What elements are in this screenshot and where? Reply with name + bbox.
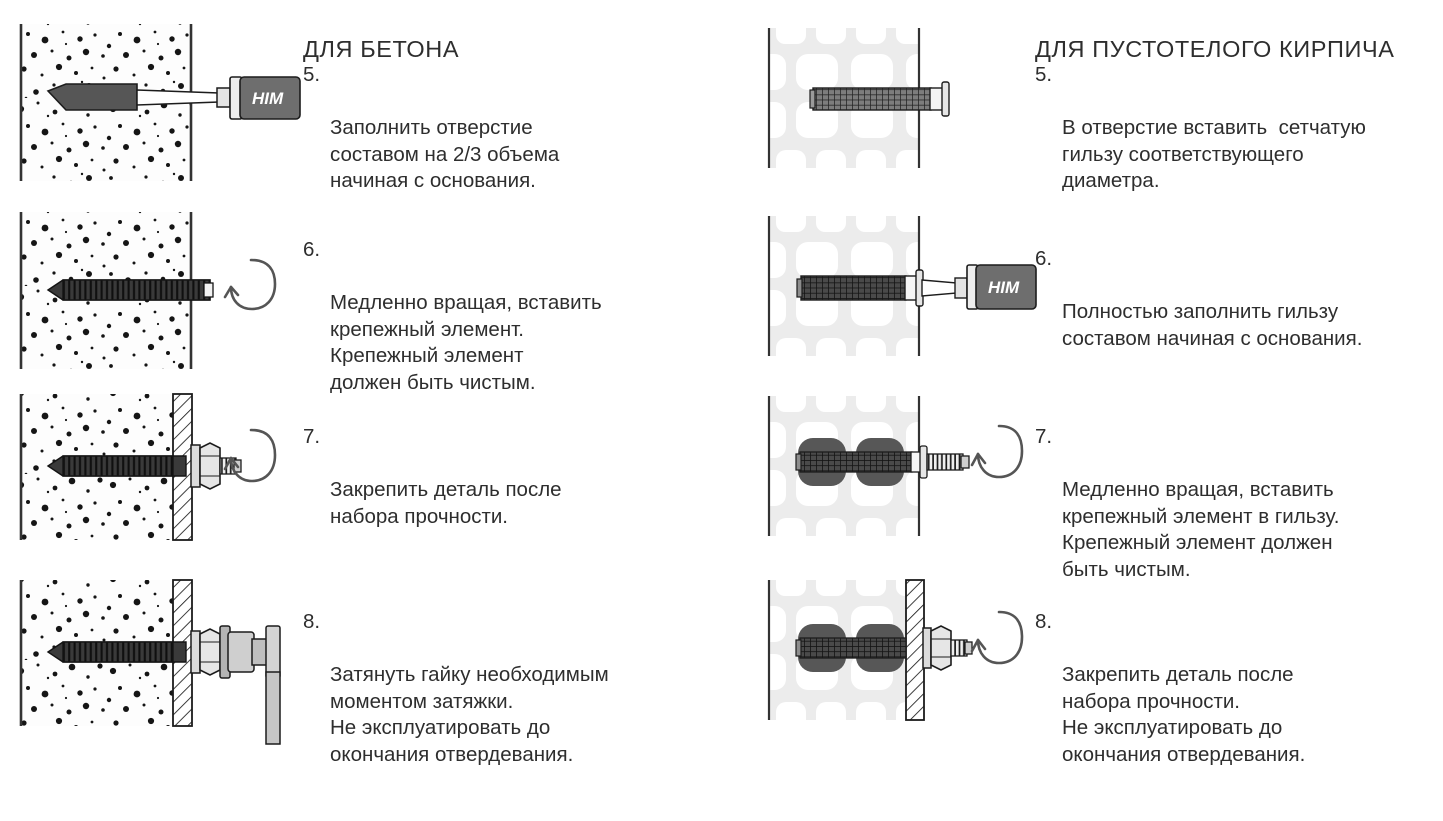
step-lines: Медленно вращая, вставить крепежный элем… [1062,478,1340,581]
step-number: 5. [303,63,321,86]
step-number: 5. [1035,63,1053,86]
step-text-brick-7: 7. Медленно вращая, вставить крепежный эл… [1035,424,1443,636]
figure-concrete-hole-filled: HIM [14,6,301,196]
step-text-concrete-8: 8. Затянуть гайку необходимым моментом за… [303,609,703,821]
step-text-concrete-5: 5. Заполнить отверстие составом на 2/3 об… [303,62,703,248]
step-number: 8. [303,610,321,633]
step-lines: Полностью заполнить гильзу составом начи… [1062,300,1363,350]
step-text-brick-5: 5. В отверстие вставить сетчатую гильзу с… [1035,62,1443,248]
column-title-hollow-brick: ДЛЯ ПУСТОТЕЛОГО КИРПИЧА [1035,36,1395,62]
cartridge-label: HIM [252,89,284,108]
figure-concrete-rod-inserted [14,194,282,384]
step-number: 8. [1035,610,1053,633]
mesh-sleeve [809,81,950,117]
step-number: 7. [303,425,321,448]
step-text-concrete-7: 7. Закрепить деталь после набора прочност… [303,424,703,583]
step-row-concrete-7: 7. Закрепить деталь после набора прочност… [0,382,722,572]
rotation-arrow-icon [970,424,1024,479]
step-text-brick-8: 8. Закрепить деталь после набора прочност… [1035,609,1443,821]
step-lines: Затянуть гайку необходимым моментом затя… [330,663,609,766]
step-text-brick-6: 6. Полностью заполнить гильзу составом на… [1035,246,1443,405]
step-row-concrete-5: HIM 5. Заполнить отверстие составом на 2/… [0,6,722,196]
step-lines: В отверстие вставить сетчатую гильзу соо… [1062,116,1366,192]
cartridge-label: HIM [988,278,1020,297]
rotation-arrow-icon [223,258,277,311]
step-row-brick-7: 7. Медленно вращая, вставить крепежный эл… [722,382,1443,581]
step-number: 6. [1035,247,1053,270]
column-hollow-brick: ДЛЯ ПУСТОТЕЛОГО КИРПИЧА [722,0,1443,766]
step-row-brick-8: 8. Закрепить деталь после набора прочност… [722,568,1443,766]
column-title-concrete: ДЛЯ БЕТОНА [303,36,460,62]
step-row-brick-6: HIM 6. Полностью заполнить гильзу составо… [722,194,1443,384]
instruction-sheet: ДЛЯ БЕТОНА HIM [0,0,1443,766]
step-number: 7. [1035,425,1053,448]
column-concrete: ДЛЯ БЕТОНА HIM [0,0,722,766]
step-lines: Закрепить деталь после набора прочности.… [1062,663,1306,766]
step-number: 6. [303,238,321,261]
step-lines: Закрепить деталь после набора прочности. [330,478,562,528]
step-lines: Заполнить отверстие составом на 2/3 объе… [330,116,560,192]
torque-wrench-icon [219,625,281,745]
step-lines: Медленно вращая, вставить крепежный элем… [330,291,602,394]
step-row-concrete-6: 6. Медленно вращая, вставить крепежный эл… [0,194,722,394]
step-text-concrete-6: 6. Медленно вращая, вставить крепежный эл… [303,237,703,449]
rotation-arrow-icon [970,610,1024,665]
step-row-brick-5: 5. В отверстие вставить сетчатую гильзу с… [722,6,1443,196]
figure-brick-rod-inserted [756,382,1024,572]
figure-brick-mesh-sleeve [756,6,1024,196]
figure-concrete-torque-wrench [14,568,282,758]
step-row-concrete-8: 8. Затянуть гайку необходимым моментом за… [0,568,722,766]
figure-brick-sleeve-filled: HIM [756,194,1037,384]
rotation-arrow-icon [223,428,277,483]
figure-concrete-plate-nut [14,382,282,572]
figure-brick-plate-nut [756,568,1024,758]
